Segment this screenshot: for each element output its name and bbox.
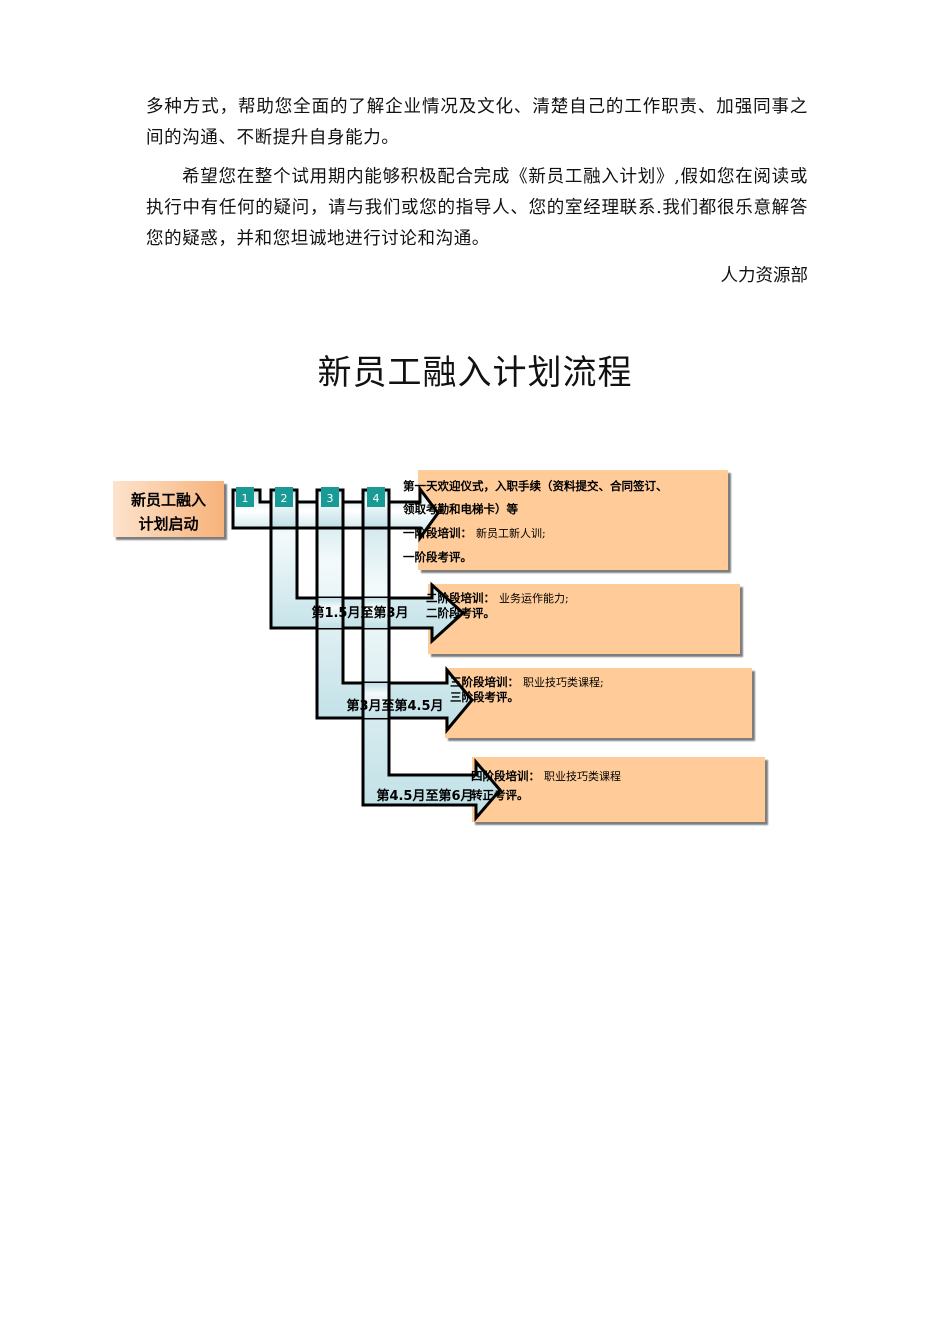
stage-2-evaluation: 二阶段考评。 xyxy=(426,606,495,620)
stage-2-text: 二阶段培训： 业务运作能力; 二阶段考评。 xyxy=(426,591,569,620)
step-tab-2-label: 2 xyxy=(281,492,288,505)
stage-3-training: 三阶段培训： 职业技巧类课程; xyxy=(450,675,604,689)
column-4-cross-arrow-2 xyxy=(363,598,389,628)
arrow-3-label: 第3月至第4.5月 xyxy=(346,698,443,714)
intro-paragraph-2: 希望您在整个试用期内能够积极配合完成《新员工融入计划》,假如您在阅读或执行中有任… xyxy=(146,167,808,249)
stage-1-line-1: 第一天欢迎仪式，入职手续（资料提交、合同签订、 xyxy=(403,479,668,493)
step-tab-4-background xyxy=(367,487,385,507)
step-tab-3-label: 3 xyxy=(327,492,334,505)
stage-box-1 xyxy=(418,470,728,570)
step-tab-4: 4 xyxy=(367,487,385,507)
stage-box-1-background xyxy=(418,470,728,570)
stage-4-evaluation: 转正考评。 xyxy=(471,788,529,802)
stage-2-training: 二阶段培训： 业务运作能力; xyxy=(426,591,569,605)
step-tab-2-background xyxy=(275,487,293,507)
stage-2-training-label: 二阶段培训： xyxy=(426,591,495,605)
stage-1-text: 第一天欢迎仪式，入职手续（资料提交、合同签订、 领取考勤和电梯卡）等 一阶段培训… xyxy=(402,479,668,564)
stage-4-training: 四阶段培训： 职业技巧类课程 xyxy=(471,769,621,783)
step-tab-3-background xyxy=(321,487,339,507)
stage-1-training: 一阶段培训： 新员工新人训; xyxy=(403,526,546,540)
stage-box-4 xyxy=(472,757,765,822)
start-box-line-2: 计划启动 xyxy=(138,515,198,533)
stage-1-evaluation: 一阶段考评。 xyxy=(403,550,472,564)
stage-4-training-value: 职业技巧类课程 xyxy=(544,769,621,783)
stage-3-training-label: 三阶段培训： xyxy=(450,675,519,689)
stage-4-text: 四阶段培训： 职业技巧类课程 转正考评。 xyxy=(471,769,621,802)
stage-3-training-value: 职业技巧类课程; xyxy=(523,675,604,689)
stage-4-training-label: 四阶段培训： xyxy=(471,769,540,783)
arrow-2-label: 第1.5月至第3月 xyxy=(311,605,408,621)
stage-3-text: 三阶段培训： 职业技巧类课程; 三阶段考评。 xyxy=(450,675,604,704)
start-box: 新员工融入 计划启动 xyxy=(113,481,224,537)
stage-box-4-background xyxy=(472,757,765,822)
stage-1-line-2: 领取考勤和电梯卡）等 xyxy=(402,502,518,516)
stage-box-3-background xyxy=(445,668,752,738)
stage-1-training-value: 新员工新人训; xyxy=(476,526,546,540)
column-4-cross-arrow-3 xyxy=(363,683,389,718)
step-tab-4-label: 4 xyxy=(373,492,380,505)
stage-2-training-value: 业务运作能力; xyxy=(499,591,569,605)
stage-3-evaluation: 三阶段考评。 xyxy=(450,690,519,704)
step-tab-1-label: 1 xyxy=(242,492,249,505)
step-tab-1-background xyxy=(236,487,254,507)
page-title: 新员工融入计划流程 xyxy=(317,352,633,393)
onboarding-flow-diagram: 新员工融入 计划启动 1 2 3 4 第1.5月至第3月 第3月至第4.5月 第… xyxy=(113,470,765,823)
intro-paragraph-1: 多种方式，帮助您全面的了解企业情况及文化、清楚自己的工作职责、加强同事之间的沟通… xyxy=(146,97,808,148)
step-tab-3: 3 xyxy=(321,487,339,507)
step-tab-2: 2 xyxy=(275,487,293,507)
stage-box-2-background xyxy=(428,584,740,654)
arrow-4-label: 第4.5月至第6月 xyxy=(376,788,473,804)
stage-1-training-label: 一阶段培训： xyxy=(403,526,472,540)
stage-box-3 xyxy=(445,668,752,738)
start-box-line-1: 新员工融入 xyxy=(131,491,206,509)
start-box-background xyxy=(113,481,224,537)
step-tab-1: 1 xyxy=(236,487,254,507)
column-3-cross-arrow-2 xyxy=(317,598,343,628)
signature-department: 人力资源部 xyxy=(720,266,809,286)
stage-box-2 xyxy=(428,584,740,654)
